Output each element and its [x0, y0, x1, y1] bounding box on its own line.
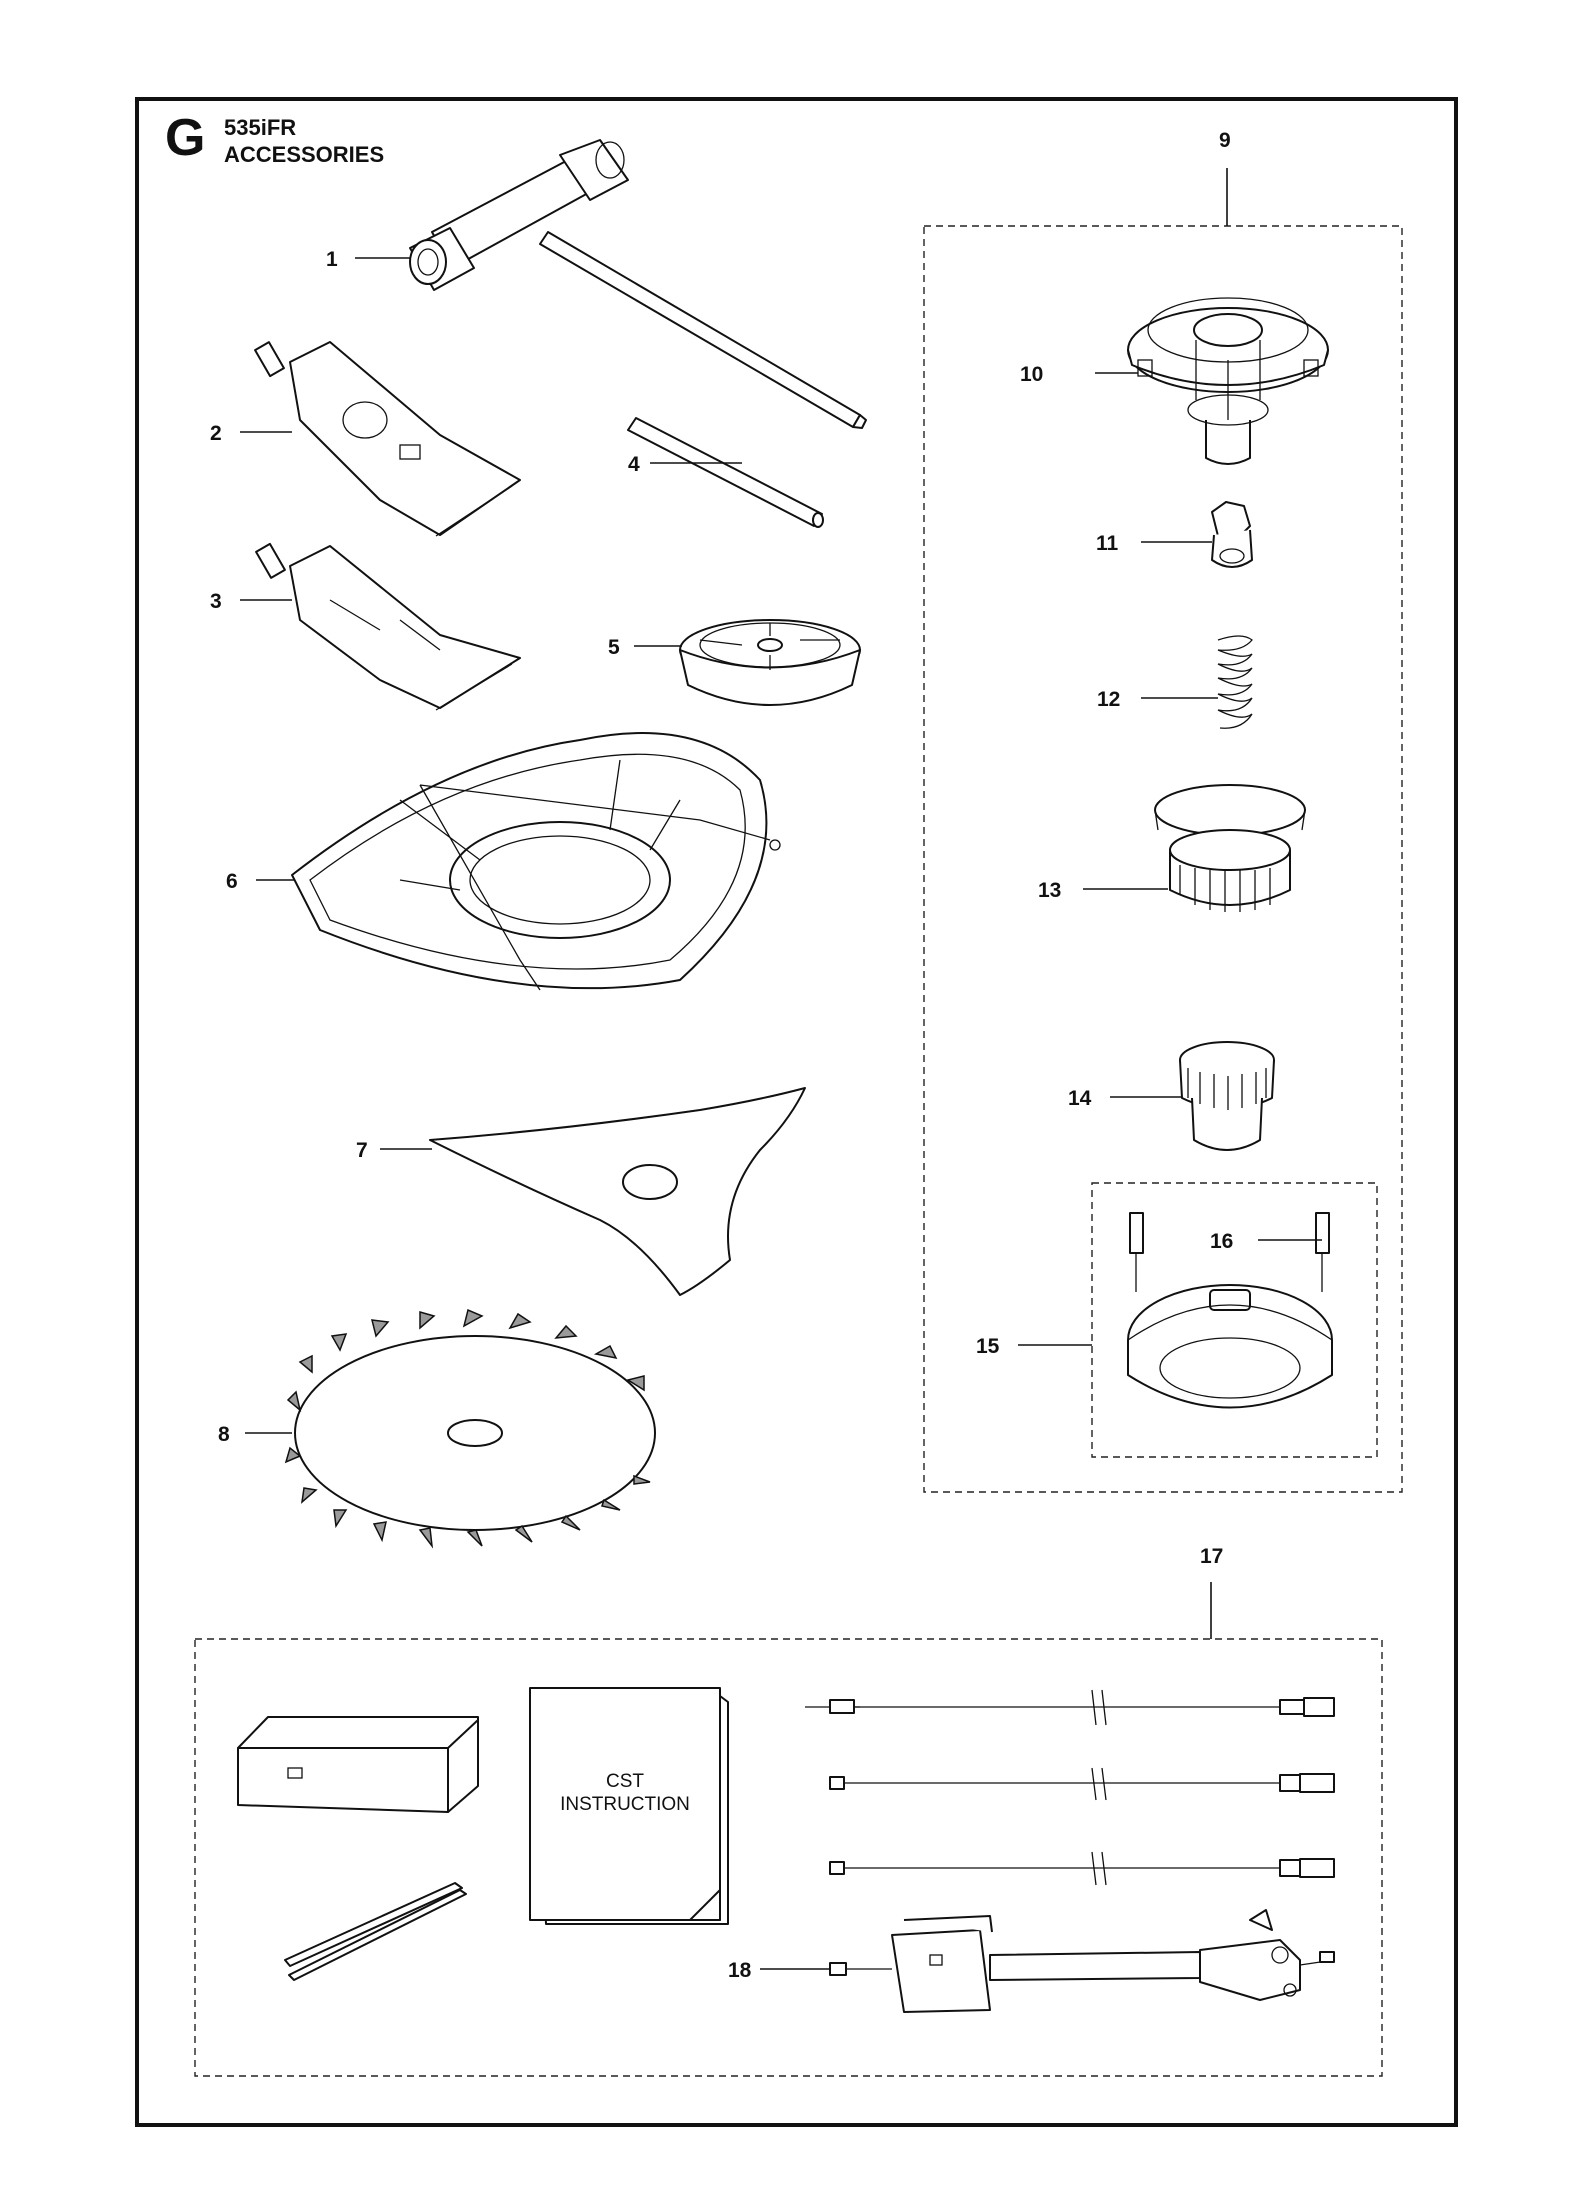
part-17-cable-usb: [805, 1689, 1335, 1726]
part-17-tweezers: [284, 1882, 467, 1981]
callout-17: 17: [1200, 1545, 1223, 1568]
part-16-eyelets: [1129, 1212, 1330, 1292]
part-17-cst-instruction-booklet: CST INSTRUCTION: [529, 1687, 729, 1925]
part-17-cable-rj-1: [829, 1767, 1335, 1801]
callout-8: 8: [218, 1423, 230, 1446]
leader-lines: [240, 168, 1322, 1970]
callout-1: 1: [326, 248, 338, 271]
part-12-spring: [1217, 635, 1253, 729]
callout-13: 13: [1038, 879, 1061, 902]
part-6-blade-guard: [291, 732, 781, 991]
group-box-15: [1091, 1182, 1378, 1458]
part-10-trimmer-head-cover: [1127, 297, 1329, 465]
callout-2: 2: [210, 422, 222, 445]
part-15-trimmer-head-body: [1127, 1284, 1333, 1409]
callout-15: 15: [976, 1335, 1000, 1358]
part-13-spool: [1154, 784, 1306, 912]
section-title: ACCESSORIES: [224, 142, 385, 167]
part-17-cable-rj-2: [829, 1851, 1335, 1886]
section-letter: G: [165, 109, 206, 167]
callout-3: 3: [210, 590, 222, 613]
part-18-adapter-harness: [829, 1909, 1335, 2013]
group-box-17: [194, 1638, 1383, 2077]
callout-14: 14: [1068, 1087, 1092, 1110]
part-1-combination-spanner: [409, 139, 867, 429]
part-5-support-cup: [679, 619, 861, 706]
part-17-cst-box: [237, 1716, 479, 1813]
group-box-9: [923, 225, 1403, 1493]
cst-booklet-line1: CST: [606, 1771, 644, 1792]
part-8-saw-blade: [284, 1308, 656, 1549]
callout-16: 16: [1210, 1230, 1233, 1253]
callout-11: 11: [1096, 532, 1119, 555]
callout-5: 5: [608, 636, 620, 659]
part-7-grass-blade: [429, 1087, 806, 1296]
part-2-grease-tube: [254, 341, 521, 537]
callout-12: 12: [1097, 688, 1120, 711]
part-11-nut: [1211, 501, 1253, 568]
part-3-grease-tube: [255, 542, 521, 711]
page-frame: [135, 97, 1458, 2127]
part-14-knob: [1179, 1041, 1275, 1151]
part-4-rod: [627, 417, 824, 528]
model-name: 535iFR: [224, 115, 297, 140]
callout-9: 9: [1219, 129, 1231, 152]
callout-10: 10: [1020, 363, 1043, 386]
callout-6: 6: [226, 870, 238, 893]
cst-booklet-line2: INSTRUCTION: [560, 1794, 690, 1815]
callout-18: 18: [728, 1959, 752, 1982]
callout-7: 7: [356, 1139, 368, 1162]
callout-4: 4: [628, 453, 640, 476]
